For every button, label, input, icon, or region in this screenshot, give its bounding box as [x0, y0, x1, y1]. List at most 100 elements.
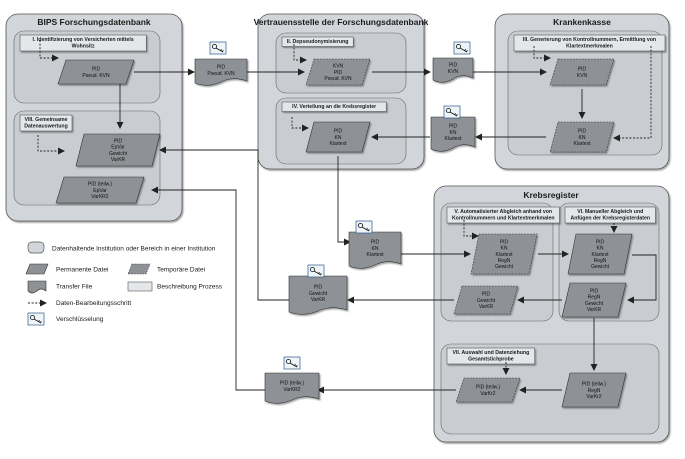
file-text: KN [335, 135, 342, 141]
process-text: III. Generierung von Kontrollnummern, Er… [523, 37, 656, 43]
key-icon [283, 356, 301, 370]
arrow-icon [151, 186, 266, 391]
file-text: Klartext [445, 136, 463, 142]
file-text: Gewicht [109, 151, 128, 157]
file-text: Klartext [367, 252, 385, 258]
key-icon [27, 312, 45, 326]
file-text: PID [482, 292, 491, 298]
file-text: PID [334, 70, 343, 76]
file-text: KN [450, 130, 457, 136]
process-label-p3: III. Generierung von Kontrollnummern, Er… [513, 34, 666, 52]
process-label-p5: V. Automatisierter Abgleich anhand vonKo… [446, 206, 560, 224]
section-title-krankenkasse: Krankenkasse [553, 17, 611, 27]
section-title-bips: BIPS Forschungsdatenbank [37, 17, 151, 27]
file-text: PID [590, 289, 599, 295]
file-text: PID [114, 139, 123, 145]
file-text: VarKr2 [480, 391, 495, 397]
dashed-arrow-icon [463, 220, 479, 240]
dashed-arrow-icon [39, 40, 59, 62]
file-text: KN [579, 135, 586, 141]
key-icon [453, 41, 471, 55]
file-text: PID (teilw.) [280, 381, 305, 387]
file-text: PID [334, 129, 343, 135]
process-text: Anfügen der Krebsregisterdaten [570, 216, 650, 222]
legend-institution: Datenhaltende Institution oder Bereich i… [52, 246, 216, 253]
file-text: VarKR [311, 297, 326, 303]
file-text: KVN [577, 73, 588, 79]
file-text: VarKR2 [91, 194, 108, 200]
process-text: Gesamtstichprobe [468, 357, 514, 363]
file-text: RegN [498, 258, 511, 264]
file-text: KN [501, 246, 508, 252]
file-text: RegN [588, 295, 601, 301]
file-text: Pseud. KVN [207, 71, 235, 77]
arrow-icon [159, 146, 290, 301]
dashed-arrow-icon [613, 46, 652, 142]
legend-encryption: Verschlüsselung [56, 316, 104, 323]
file-text: Gewicht [591, 264, 610, 270]
file-text: VarKR [111, 157, 126, 163]
process-text: Kontrollnummern und Klartextmerkmalen [452, 216, 555, 222]
file-text: Gewicht [477, 298, 496, 304]
process-text: Klartextmerkmalen [566, 44, 613, 50]
file-text: PID [596, 239, 605, 245]
dashed-arrow-icon [533, 46, 551, 62]
process-text: Datenauswertung [24, 124, 68, 130]
file-text: RegN [594, 258, 607, 264]
file-text: PID [92, 67, 101, 73]
process-text: IV. Verteilung an die Krebsregister [292, 104, 376, 110]
file-text: Pseud. KVN [324, 76, 352, 82]
process-text: VII. Auswahl und Datenziehung [452, 350, 529, 356]
file-text: EpVar [93, 188, 107, 194]
section-title-vertrauensstelle: Vertrauensstelle der Forschungsdatenbank [254, 17, 429, 27]
process-text: I. Identifizierung von Versicherten mitt… [33, 37, 134, 43]
section-title-krebsregister: Krebsregister [523, 190, 579, 200]
legend-temporary-swatch [127, 263, 151, 275]
file-text: PID [217, 65, 226, 71]
file-text: Klartext [330, 141, 348, 147]
legend-institution-swatch [27, 241, 45, 254]
file-text: Gewicht [495, 264, 514, 270]
legend-transfer-swatch [27, 280, 47, 294]
legend-process: Beschreibung Prozess [157, 284, 223, 291]
key-icon [209, 41, 227, 55]
file-text: PID (teilw.) [88, 182, 113, 188]
file-text: PID (teilw.) [582, 382, 607, 388]
process-area-p7 [440, 343, 660, 435]
file-text: RegN [588, 388, 601, 394]
legend-step: Daten-Bearbeitungsschritt [56, 300, 131, 307]
file-text: VarKR2 [283, 387, 300, 393]
file-text: EpVar [111, 145, 125, 151]
file-text: Gewicht [309, 291, 328, 297]
key-icon [355, 220, 373, 234]
dashed-arrow-icon [293, 44, 307, 64]
file-text: VarKR [479, 304, 494, 310]
legend-permanent-swatch [25, 263, 49, 275]
dashed-arrow-icon [37, 135, 65, 155]
file-text: VarKR [587, 307, 602, 313]
file-text: KN [597, 246, 604, 252]
file-text: KVN [448, 69, 459, 75]
legend: Datenhaltende Institution oder Bereich i… [25, 241, 223, 326]
file-text: PID [500, 239, 509, 245]
file-text: Klartext [574, 141, 592, 147]
process-text: II. Depseudonymisierung [287, 39, 349, 45]
file-text: Pseud. KVN [82, 73, 110, 79]
process-text: Wohnsitz [72, 44, 95, 50]
file-text: PID [449, 63, 458, 69]
file-text: Klartext [592, 252, 610, 258]
file-text: KVN [333, 64, 344, 70]
